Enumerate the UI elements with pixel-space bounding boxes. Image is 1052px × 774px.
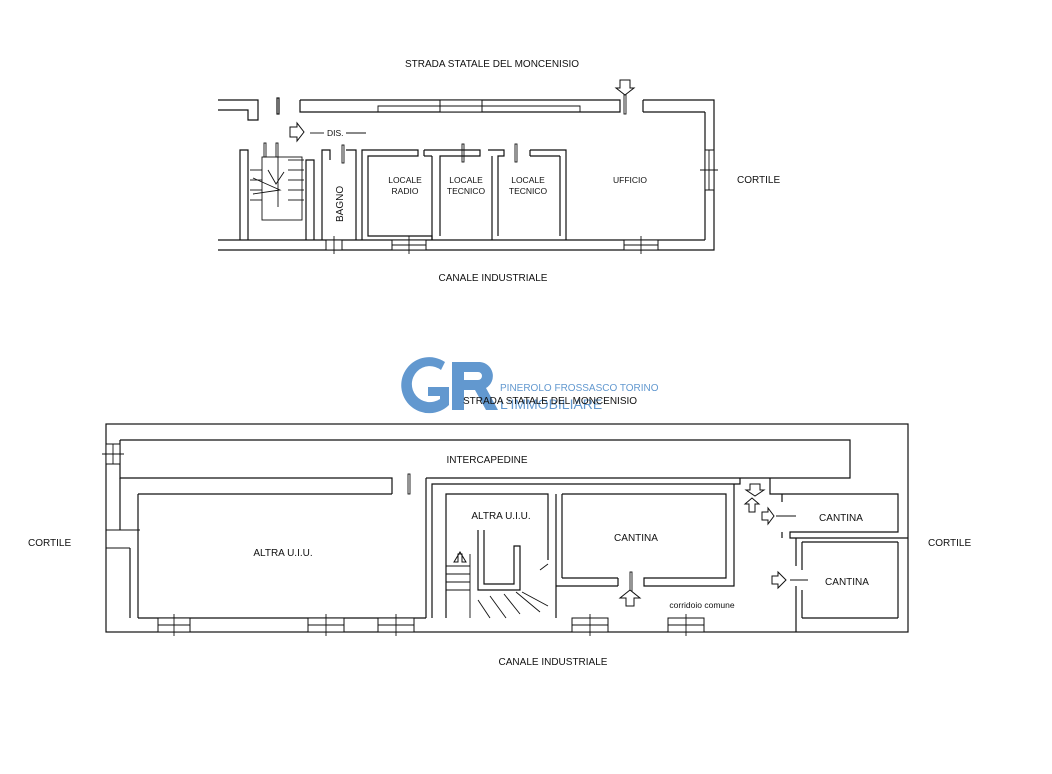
ground-bagno-label: BAGNO [335,186,346,222]
ground-bagno-room: BAGNO [321,144,357,240]
ground-outer-walls [218,97,715,251]
ground-locale-tecnico-a-label-2: TECNICO [447,186,486,196]
ground-locale-tecnico-b-room: LOCALE TECNICO [488,143,567,240]
basement-intercapedine-label: INTERCAPEDINE [446,455,527,466]
ground-windows [325,99,718,254]
ground-locale-radio-label-1: LOCALE [388,175,422,185]
ground-locale-radio-label-2: RADIO [392,186,419,196]
ground-cortile-right-label: CORTILE [737,175,780,186]
ground-street-top-label: STRADA STATALE DEL MONCENISIO [405,59,579,70]
basement-cantina-right-bottom-label: CANTINA [825,577,869,588]
ground-floor-plan: STRADA STATALE DEL MONCENISIO CANALE IND… [218,59,780,284]
basement-cortile-left-label: CORTILE [28,538,71,549]
logo-locations: PINEROLO FROSSASCO TORINO [500,383,659,394]
basement-cantina-right-top-label: CANTINA [819,513,863,524]
basement-windows [102,443,705,636]
basement-cortile-right-label: CORTILE [928,538,971,549]
ground-street-bottom-label: CANALE INDUSTRIALE [439,273,548,284]
ground-locale-tecnico-a-room: LOCALE TECNICO [423,143,486,240]
ground-ufficio-label: UFFICIO [613,175,647,185]
basement-street-top-label: STRADA STATALE DEL MONCENISIO [463,396,637,407]
basement-cantina-mid-label: CANTINA [614,533,658,544]
ground-locale-tecnico-b-label-2: TECNICO [509,186,548,196]
basement-cantina-mid-room: CANTINA [539,484,735,618]
ground-stair [239,142,315,240]
brand-logo: PINEROLO FROSSASCO TORINO L'IMMOBILIARE [401,357,659,414]
logo-brand: L'IMMOBILIARE [500,396,602,412]
basement-altra-uiu-mid-room: ALTRA U.I.U. [431,478,741,619]
ground-locale-tecnico-a-label-1: LOCALE [449,175,483,185]
ground-top-entrance-arrow [614,79,636,96]
ground-dis-label: DIS. [327,128,344,138]
basement-cantina-entry-arrow [618,589,642,607]
logo-r-shape [452,362,498,410]
basement-altra-uiu-mid-label: ALTRA U.I.U. [471,511,530,522]
ground-locale-tecnico-b-label-1: LOCALE [511,175,545,185]
ground-entrance-arrow [289,121,305,143]
basement-cantina-right-rooms: CANTINA CANTINA [740,477,908,632]
logo-g-shape [401,357,449,414]
ground-locale-radio-room: LOCALE RADIO [361,149,433,240]
basement-corridoio-label: corridoio comune [669,600,734,610]
basement-street-bottom-label: CANALE INDUSTRIALE [499,657,608,668]
basement-plan: STRADA STATALE DEL MONCENISIO CANALE IND… [28,396,971,668]
basement-altra-uiu-left-label: ALTRA U.I.U. [253,548,312,559]
